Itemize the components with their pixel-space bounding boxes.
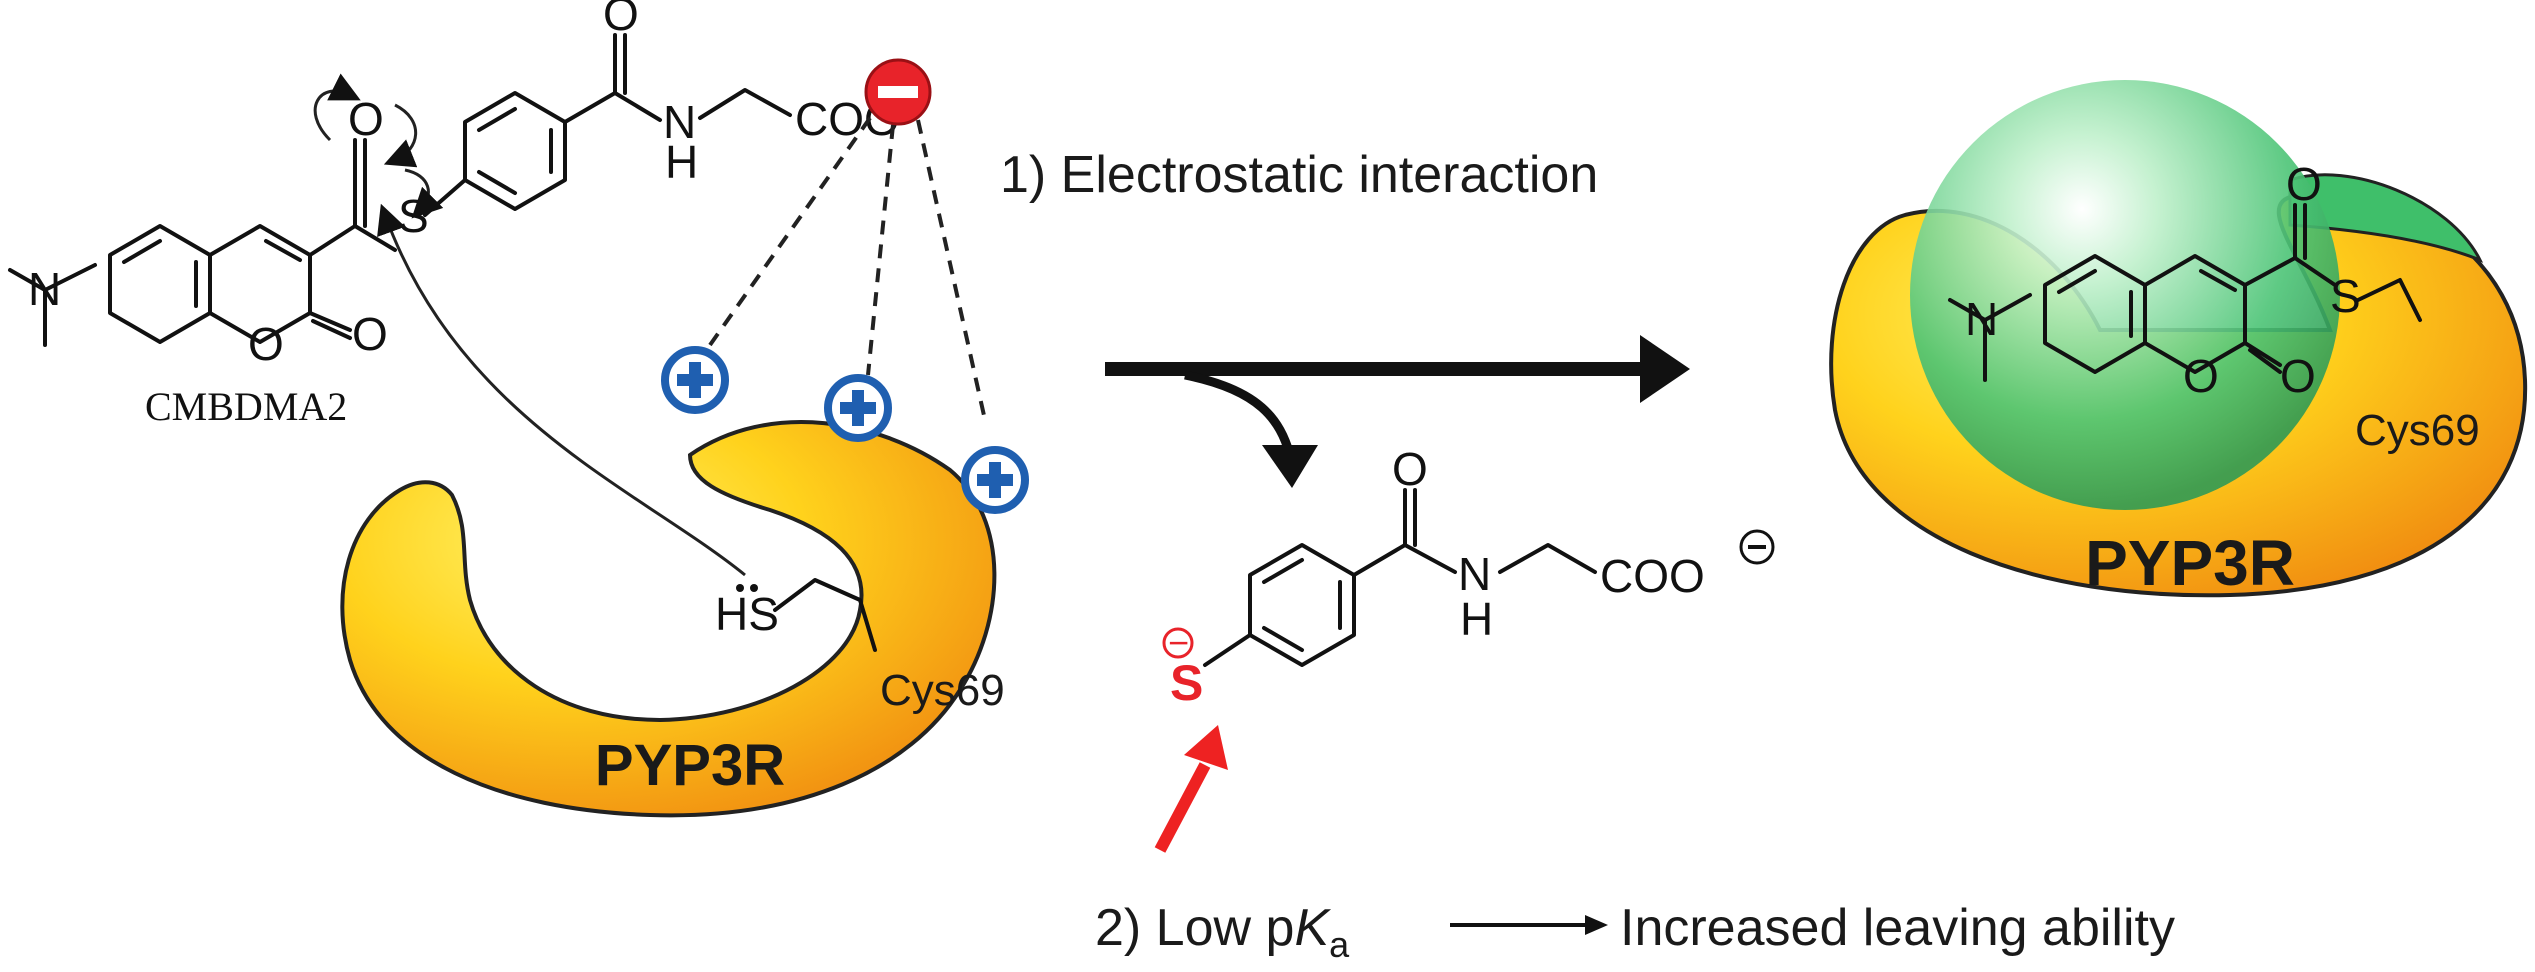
step2-suffix: Increased leaving ability <box>1620 899 2175 957</box>
protein-right-lip <box>2288 173 2484 263</box>
thioester-co <box>353 138 367 228</box>
lactone-o-right: O <box>2280 350 2316 402</box>
amide-n-left: N <box>663 96 696 148</box>
plus-circle-icon <box>661 346 729 414</box>
step1-label: 1) Electrostatic interaction <box>1000 146 1598 204</box>
step2-label: 2) Low pKa Increased leaving ability <box>1095 899 2175 965</box>
coumarin-inner <box>122 239 198 308</box>
amide-o-right: O <box>1392 443 1428 495</box>
protein-right-label: PYP3R <box>2085 527 2295 599</box>
cys-left-label: Cys69 <box>880 666 1005 715</box>
thiolate-s: S <box>1170 655 1203 711</box>
amide-h-right: H <box>1460 593 1493 645</box>
s-to-ring <box>423 178 467 217</box>
red-arrow-icon <box>1154 725 1228 853</box>
thiolate-minus-ring <box>1162 627 1194 659</box>
plus-circle-icon <box>961 446 1029 514</box>
amine-n-left: N <box>28 263 61 315</box>
lactone-carbonyl <box>308 311 352 340</box>
thioester-bonds <box>308 224 397 257</box>
hs-label: HS <box>715 588 779 640</box>
electron-arrow-3 <box>404 168 444 219</box>
step2-arrow-head <box>1585 915 1608 935</box>
electrostatic-line-1 <box>708 116 872 347</box>
svg-text:2) Low pKa: 2) Low pKa <box>1095 899 1350 965</box>
electrostatic-line-3 <box>916 119 987 421</box>
benzoyl-ring-left-inner <box>477 107 553 195</box>
electrostatic-line-2 <box>866 124 895 376</box>
thioester-o: O <box>348 93 384 145</box>
protein-left-body <box>340 420 997 818</box>
amine-n-right: N <box>1965 293 1998 345</box>
cys-right-label: Cys69 <box>2355 406 2480 455</box>
protein-left-label: PYP3R <box>595 733 785 798</box>
lactone-o: O <box>352 308 388 360</box>
coo-right: COO <box>1600 550 1705 602</box>
nme2-bonds-right <box>1948 293 2032 382</box>
nucleophilic-attack-arrow <box>377 203 746 577</box>
minus-circle-icon <box>864 58 932 126</box>
protein-left: PYP3R Cys69 HS <box>340 420 1005 818</box>
carboxylate-minus-ring <box>1739 529 1775 565</box>
amide-n-right: N <box>1458 548 1491 600</box>
thiolate-minus: − <box>1168 622 1189 663</box>
molecule-name: CMBDMA2 <box>145 384 347 429</box>
pyranone-inner <box>264 239 302 262</box>
step2-sub: a <box>1329 924 1350 965</box>
step2-k: K <box>1294 899 1331 957</box>
amide-bonds-left <box>563 33 662 124</box>
lone-pair-dot-2 <box>750 584 758 592</box>
cys-side-chain <box>773 578 877 652</box>
fluorescent-sphere: N O O O S <box>1910 80 2422 510</box>
nme2-bonds <box>8 263 97 347</box>
amide-o-left: O <box>603 0 639 40</box>
glycine-left <box>698 88 792 120</box>
plus-circle-icon <box>824 374 892 442</box>
lone-pair-dot-1 <box>736 584 744 592</box>
cmbdma2-molecule: N O O O S O N H COO CMBDMA2 <box>8 0 900 429</box>
thioester-s-right: S <box>2330 270 2361 322</box>
reaction-arrow <box>1105 335 1690 488</box>
release-arrow <box>1184 370 1295 457</box>
step2-prefix: 2) Low p <box>1095 899 1294 957</box>
thioester-o-right: O <box>2286 158 2322 210</box>
amide-h-left: H <box>665 136 698 188</box>
ring-o-right: O <box>2183 350 2219 402</box>
electron-arrow-2 <box>383 103 418 168</box>
ring-o: O <box>248 318 284 370</box>
carboxylate-minus-bar <box>1748 545 1766 549</box>
electron-arrow-1 <box>313 73 361 142</box>
leaving-group: − S O N H COO <box>1162 443 1775 711</box>
